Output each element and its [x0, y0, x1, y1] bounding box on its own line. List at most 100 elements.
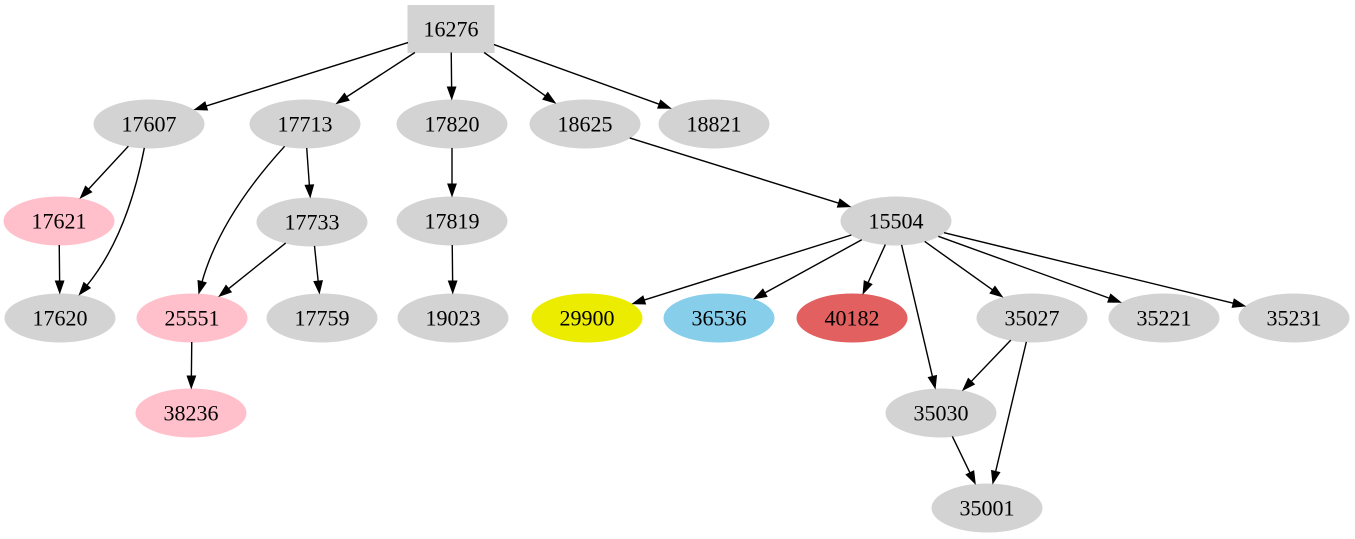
node-19023: 19023: [397, 293, 509, 343]
edges-layer: [54, 41, 1247, 485]
edge-16276-17713: [345, 51, 416, 98]
arrowhead-15504-29900: [631, 295, 647, 305]
node-35221: 35221: [1108, 293, 1220, 343]
node-label: 18821: [687, 112, 742, 137]
node-17620: 17620: [4, 293, 116, 343]
edge-18625-15504: [629, 137, 840, 205]
node-shape-ellipse: [885, 388, 997, 438]
edge-15504-29900: [643, 234, 852, 301]
arrowhead-15504-36536: [753, 288, 768, 300]
node-label: 17820: [425, 112, 480, 137]
arrowhead-15504-35231: [1231, 298, 1247, 308]
node-35001: 35001: [931, 483, 1043, 533]
edge-15504-40182: [867, 244, 886, 284]
arrowhead-15504-35027: [989, 285, 1004, 298]
node-shape-ellipse: [658, 99, 770, 149]
node-label: 17621: [32, 209, 87, 234]
arrowhead-16276-17820: [446, 86, 457, 101]
node-label: 17819: [425, 209, 480, 234]
arrowhead-15504-40182: [862, 280, 873, 295]
node-label: 40182: [825, 306, 880, 331]
node-18625: 18625: [529, 99, 641, 149]
arrowhead-17820-17819: [447, 183, 457, 198]
node-label: 17607: [122, 112, 177, 137]
node-shape-ellipse: [529, 99, 641, 149]
node-shape-ellipse: [136, 293, 248, 343]
node-18821: 18821: [658, 99, 770, 149]
edge-16276-18821: [493, 43, 661, 106]
edge-17713-25551: [201, 145, 286, 283]
node-label: 17759: [295, 306, 350, 331]
node-shape-ellipse: [663, 293, 775, 343]
node-17713: 17713: [249, 99, 361, 149]
edge-35030-35001: [951, 436, 972, 474]
arrowhead-15504-35030: [927, 374, 938, 390]
node-35030: 35030: [885, 388, 997, 438]
arrowhead-17713-17733: [304, 184, 315, 199]
node-label: 25551: [165, 306, 220, 331]
arrowhead-17607-17621: [79, 185, 93, 200]
node-shape-ellipse: [266, 293, 378, 343]
edge-17607-17620: [85, 147, 146, 287]
arrowhead-16276-17607: [193, 101, 209, 111]
node-36536: 36536: [663, 293, 775, 343]
node-label: 35027: [1005, 306, 1060, 331]
node-label: 15504: [869, 209, 924, 234]
node-17759: 17759: [266, 293, 378, 343]
arrowhead-35030-35001: [965, 470, 976, 485]
node-25551: 25551: [136, 293, 248, 343]
edge-15504-35027: [924, 240, 994, 291]
node-15504: 15504: [840, 196, 952, 246]
node-label: 38236: [164, 401, 219, 426]
arrowhead-15504-35221: [1107, 293, 1122, 303]
node-shape-ellipse: [397, 293, 509, 343]
node-label: 35231: [1267, 306, 1322, 331]
edge-15504-35030: [900, 244, 934, 378]
node-38236: 38236: [135, 388, 247, 438]
edge-35027-35030: [970, 339, 1012, 383]
node-shape-ellipse: [976, 293, 1088, 343]
node-label: 29900: [560, 306, 615, 331]
node-label: 17713: [278, 112, 333, 137]
arrowhead-17733-17759: [313, 280, 323, 295]
arrowhead-16276-18821: [657, 99, 672, 109]
node-label: 36536: [692, 306, 747, 331]
node-shape-ellipse: [531, 293, 643, 343]
node-shape-ellipse: [93, 99, 205, 149]
node-35231: 35231: [1238, 293, 1350, 343]
node-17820: 17820: [396, 99, 508, 149]
arrowhead-35027-35030: [961, 377, 976, 392]
node-shape-ellipse: [4, 293, 116, 343]
edge-17713-17733: [306, 147, 311, 187]
node-shape-ellipse: [3, 196, 115, 246]
node-shape-box: [407, 5, 495, 53]
arrowhead-25551-38236: [186, 375, 197, 390]
arrowhead-17621-17620: [54, 280, 65, 295]
node-label: 35001: [960, 496, 1015, 521]
arrowhead-16276-18625: [542, 91, 557, 104]
node-35027: 35027: [976, 293, 1088, 343]
edge-35027-35001: [994, 341, 1028, 473]
node-shape-ellipse: [1108, 293, 1220, 343]
node-17607: 17607: [93, 99, 205, 149]
edge-15504-35221: [938, 235, 1111, 300]
edge-15504-35231: [943, 232, 1235, 305]
edge-16276-17607: [205, 41, 409, 107]
node-shape-ellipse: [796, 293, 908, 343]
node-shape-ellipse: [931, 483, 1043, 533]
node-shape-ellipse: [840, 196, 952, 246]
node-label: 17733: [285, 210, 340, 235]
node-label: 35030: [914, 401, 969, 426]
arrowhead-17607-17620: [78, 281, 92, 296]
arrowhead-17713-25551: [197, 279, 207, 295]
arrowhead-18625-15504: [836, 198, 852, 208]
arrowhead-16276-17713: [335, 92, 350, 105]
arrowhead-17733-25551: [218, 284, 233, 298]
node-40182: 40182: [796, 293, 908, 343]
node-shape-ellipse: [256, 197, 368, 247]
node-label: 17620: [33, 306, 88, 331]
node-label: 19023: [426, 306, 481, 331]
node-label: 18625: [558, 112, 613, 137]
